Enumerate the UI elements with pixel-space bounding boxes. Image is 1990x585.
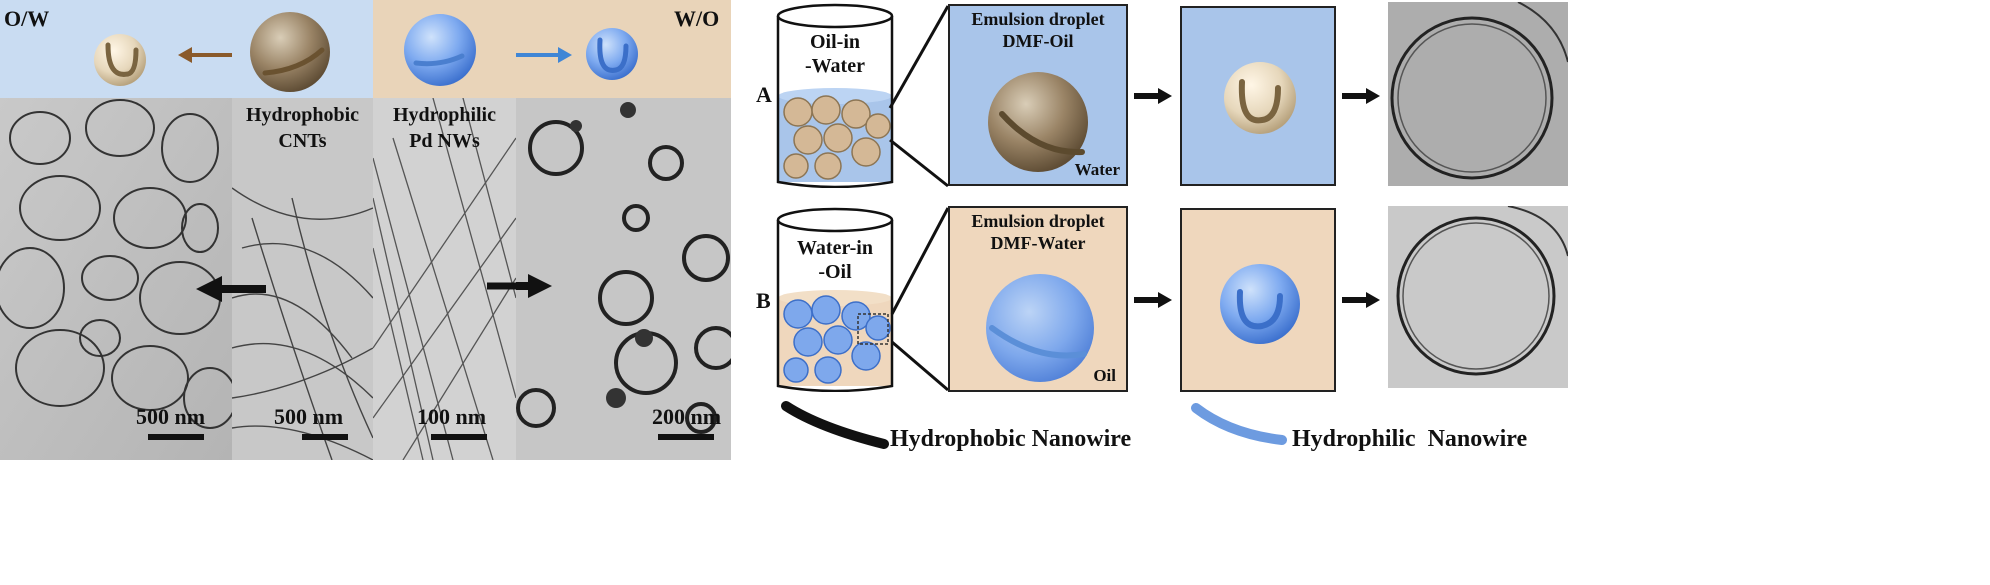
arrow-b2-icon <box>1342 292 1380 308</box>
tem-panel-wo-rings: 200 nm <box>516 98 731 460</box>
scale-bar-3 <box>431 434 487 440</box>
arrow-head-right-icon <box>528 274 552 298</box>
scale-bar-text-3: 100 nm <box>417 404 487 429</box>
panel1-label: Hydrophobic CNTs <box>246 104 359 152</box>
wo-label: W/O <box>674 6 720 31</box>
curled-droplet-b-panel <box>1180 208 1336 392</box>
panel2-label: Hydrophilic Pd NWs <box>393 104 496 152</box>
scale-bar-text-2: 500 nm <box>274 404 344 429</box>
row-a-label: A <box>756 82 772 107</box>
straight-cnt-icon <box>262 47 325 76</box>
straight-nw-icon <box>413 53 465 67</box>
zoom-lines <box>888 5 950 392</box>
beaker-a <box>776 3 894 188</box>
scale-bar-text-4: 200 nm <box>652 404 722 429</box>
curled-nw-icon <box>597 37 629 73</box>
beaker-b <box>776 207 894 392</box>
tem-panel-cnts: Hydrophobic CNTs 500 nm <box>232 98 373 460</box>
tem-result-b <box>1388 206 1568 388</box>
droplet-b-sphere <box>986 274 1094 382</box>
beaker-a-text: Oil-in -Water <box>805 31 865 77</box>
legend-hydrophobic: Hydrophobic Nanowire <box>890 426 1132 452</box>
droplet-b-title: Emulsion droplet DMF-Water <box>971 211 1105 253</box>
arrow-a2-icon <box>1342 88 1380 104</box>
tem-panel-pd-nws: Hydrophilic Pd NWs 100 nm <box>373 98 516 460</box>
droplet-a-sphere <box>988 72 1088 172</box>
curled-cnt-icon <box>105 42 139 77</box>
medium-b-label: Oil <box>1093 366 1116 385</box>
arrow-b1-icon <box>1134 292 1172 308</box>
small-oil-droplet-icon <box>94 34 146 86</box>
droplet-a-title: Emulsion droplet DMF-Oil <box>971 9 1105 51</box>
tem-result-a <box>1388 2 1568 186</box>
scale-bar-4 <box>658 434 714 440</box>
large-blue-droplet-icon <box>404 14 476 86</box>
tem-panel-ow-vesicles: 500 nm <box>0 98 232 460</box>
arrow-a1-icon <box>1134 88 1172 104</box>
scale-bar-2 <box>302 434 348 440</box>
ow-label: O/W <box>4 6 50 31</box>
curled-droplet-b <box>1220 264 1300 344</box>
hydrophobic-wire-icon <box>781 401 889 449</box>
scale-bar-text-1: 500 nm <box>136 404 206 429</box>
droplet-b-panel: Emulsion droplet DMF-Water Oil <box>948 206 1128 392</box>
hydrophilic-wire-icon <box>1191 403 1287 445</box>
medium-a-label: Water <box>1074 160 1120 179</box>
beaker-b-text: Water-in -Oil <box>797 237 873 283</box>
curled-droplet-a-panel <box>1180 6 1336 186</box>
arrow-left-black-icon <box>196 276 266 302</box>
row-b-label: B <box>756 288 771 313</box>
legend-hydrophilic: Hydrophilic Nanowire <box>1292 426 1528 452</box>
droplet-a-panel: Emulsion droplet DMF-Oil Water <box>948 4 1128 186</box>
curled-droplet-a <box>1224 62 1296 134</box>
header-droplets <box>94 12 638 92</box>
scale-bar-1 <box>148 434 204 440</box>
